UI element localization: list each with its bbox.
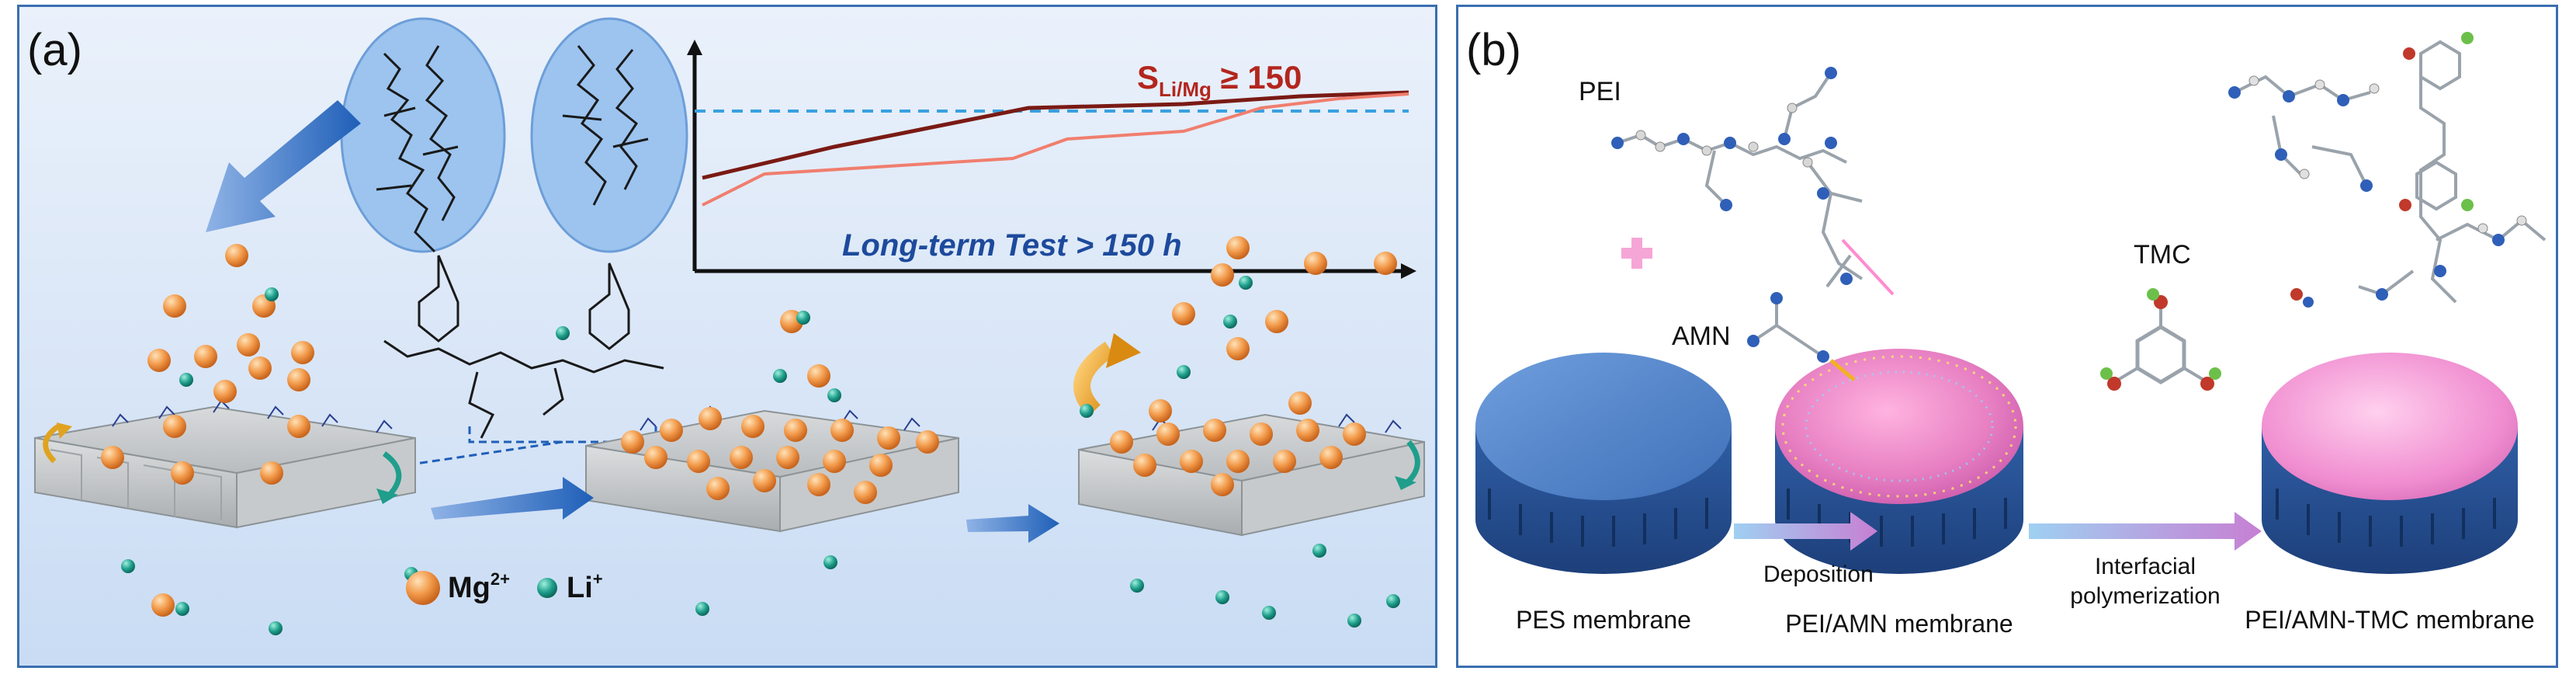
panel-a: (a) (17, 5, 1437, 668)
process-arrow-2 (966, 504, 1059, 543)
amn-label: AMN (1672, 322, 1731, 351)
mg-legend-marker (406, 571, 440, 605)
pei-amn-membrane-label: PEI/AMN membrane (1785, 610, 2013, 638)
pes-membrane-disk (1475, 353, 1732, 574)
amn-pointer (1829, 359, 1856, 381)
ion-legend: Mg2+ Li+ (406, 569, 603, 605)
pei-molecule (1617, 71, 1864, 288)
interfacial-arrow (2029, 512, 2262, 551)
selectivity-text: SLi/Mg ≥ 150 (1137, 59, 1302, 101)
panel-b: (b) (1456, 5, 2558, 668)
membrane-slab-1 (34, 405, 416, 529)
pei-label: PEI (1579, 77, 1621, 106)
panel-b-label: (b) (1466, 25, 1521, 75)
mg-legend-label: Mg2+ (448, 569, 510, 604)
longterm-test-label: Long-term Test > 150 h (842, 228, 1182, 263)
li-legend-marker (537, 578, 557, 598)
linker-molecule (383, 255, 664, 439)
li-ions (121, 276, 1400, 635)
interfacial-label-line1: Interfacial (2095, 554, 2196, 579)
panel-a-illustration: SLi/Mg ≥ 150 Long-term Test > 150 h (34, 17, 1425, 635)
pei-atoms (1611, 67, 1853, 285)
amn-atom (1747, 335, 1760, 347)
network-atoms (2228, 32, 2527, 308)
pass-arrow-1 (382, 451, 402, 499)
rebound-arrow-3 (1073, 341, 1115, 417)
membrane-slab-3 (1078, 413, 1425, 537)
interfacial-label-line2: polymerization (2070, 583, 2220, 609)
pei-amn-membrane-disk (1775, 349, 2023, 574)
crosslinked-network (2234, 40, 2547, 304)
pei-amn-tmc-membrane-disk (2262, 353, 2518, 574)
pes-membrane-label: PES membrane (1516, 606, 1691, 634)
tmc-molecule (2100, 288, 2221, 391)
plus-sign (1621, 238, 1652, 269)
tmc-label: TMC (2134, 240, 2191, 269)
amn-atom (1770, 292, 1783, 304)
selectivity-inset-plot (687, 40, 1416, 279)
amn-molecule (1752, 298, 1825, 358)
deposition-arrow (1734, 512, 1877, 551)
pei-amn-tmc-membrane-label: PEI/AMN-TMC membrane (2245, 606, 2534, 634)
deposition-label: Deposition (1763, 562, 1874, 587)
polymer-structure-right (530, 17, 688, 253)
pei-pointer (1841, 238, 1895, 296)
incoming-arrow (206, 100, 361, 232)
li-legend-label: Li+ (567, 569, 603, 604)
panel-b-illustration: PEI AMN TMC (1475, 32, 2547, 638)
mg-ions (101, 236, 1397, 617)
panel-a-label: (a) (27, 25, 82, 75)
rebound-arrow-1 (43, 424, 61, 464)
amn-atom (1817, 350, 1829, 363)
polymer-structure-left (340, 17, 506, 253)
process-arrow-1 (431, 477, 594, 520)
